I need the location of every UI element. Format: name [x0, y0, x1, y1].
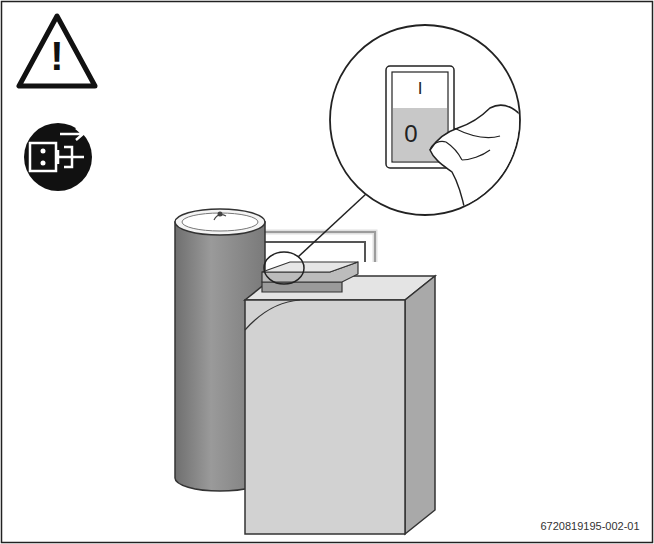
magnified-switch-view: [330, 25, 530, 240]
hand: [430, 105, 530, 240]
warning-mark: !: [50, 36, 63, 76]
boiler: [245, 262, 435, 534]
switch-off-mark: 0: [404, 122, 417, 146]
switch-on-mark: I: [418, 80, 423, 97]
leader-line: [298, 194, 366, 257]
figure-code: 6720819195-002-01: [540, 521, 639, 532]
unplug-icon: [24, 123, 92, 191]
warning-triangle: [19, 16, 95, 86]
